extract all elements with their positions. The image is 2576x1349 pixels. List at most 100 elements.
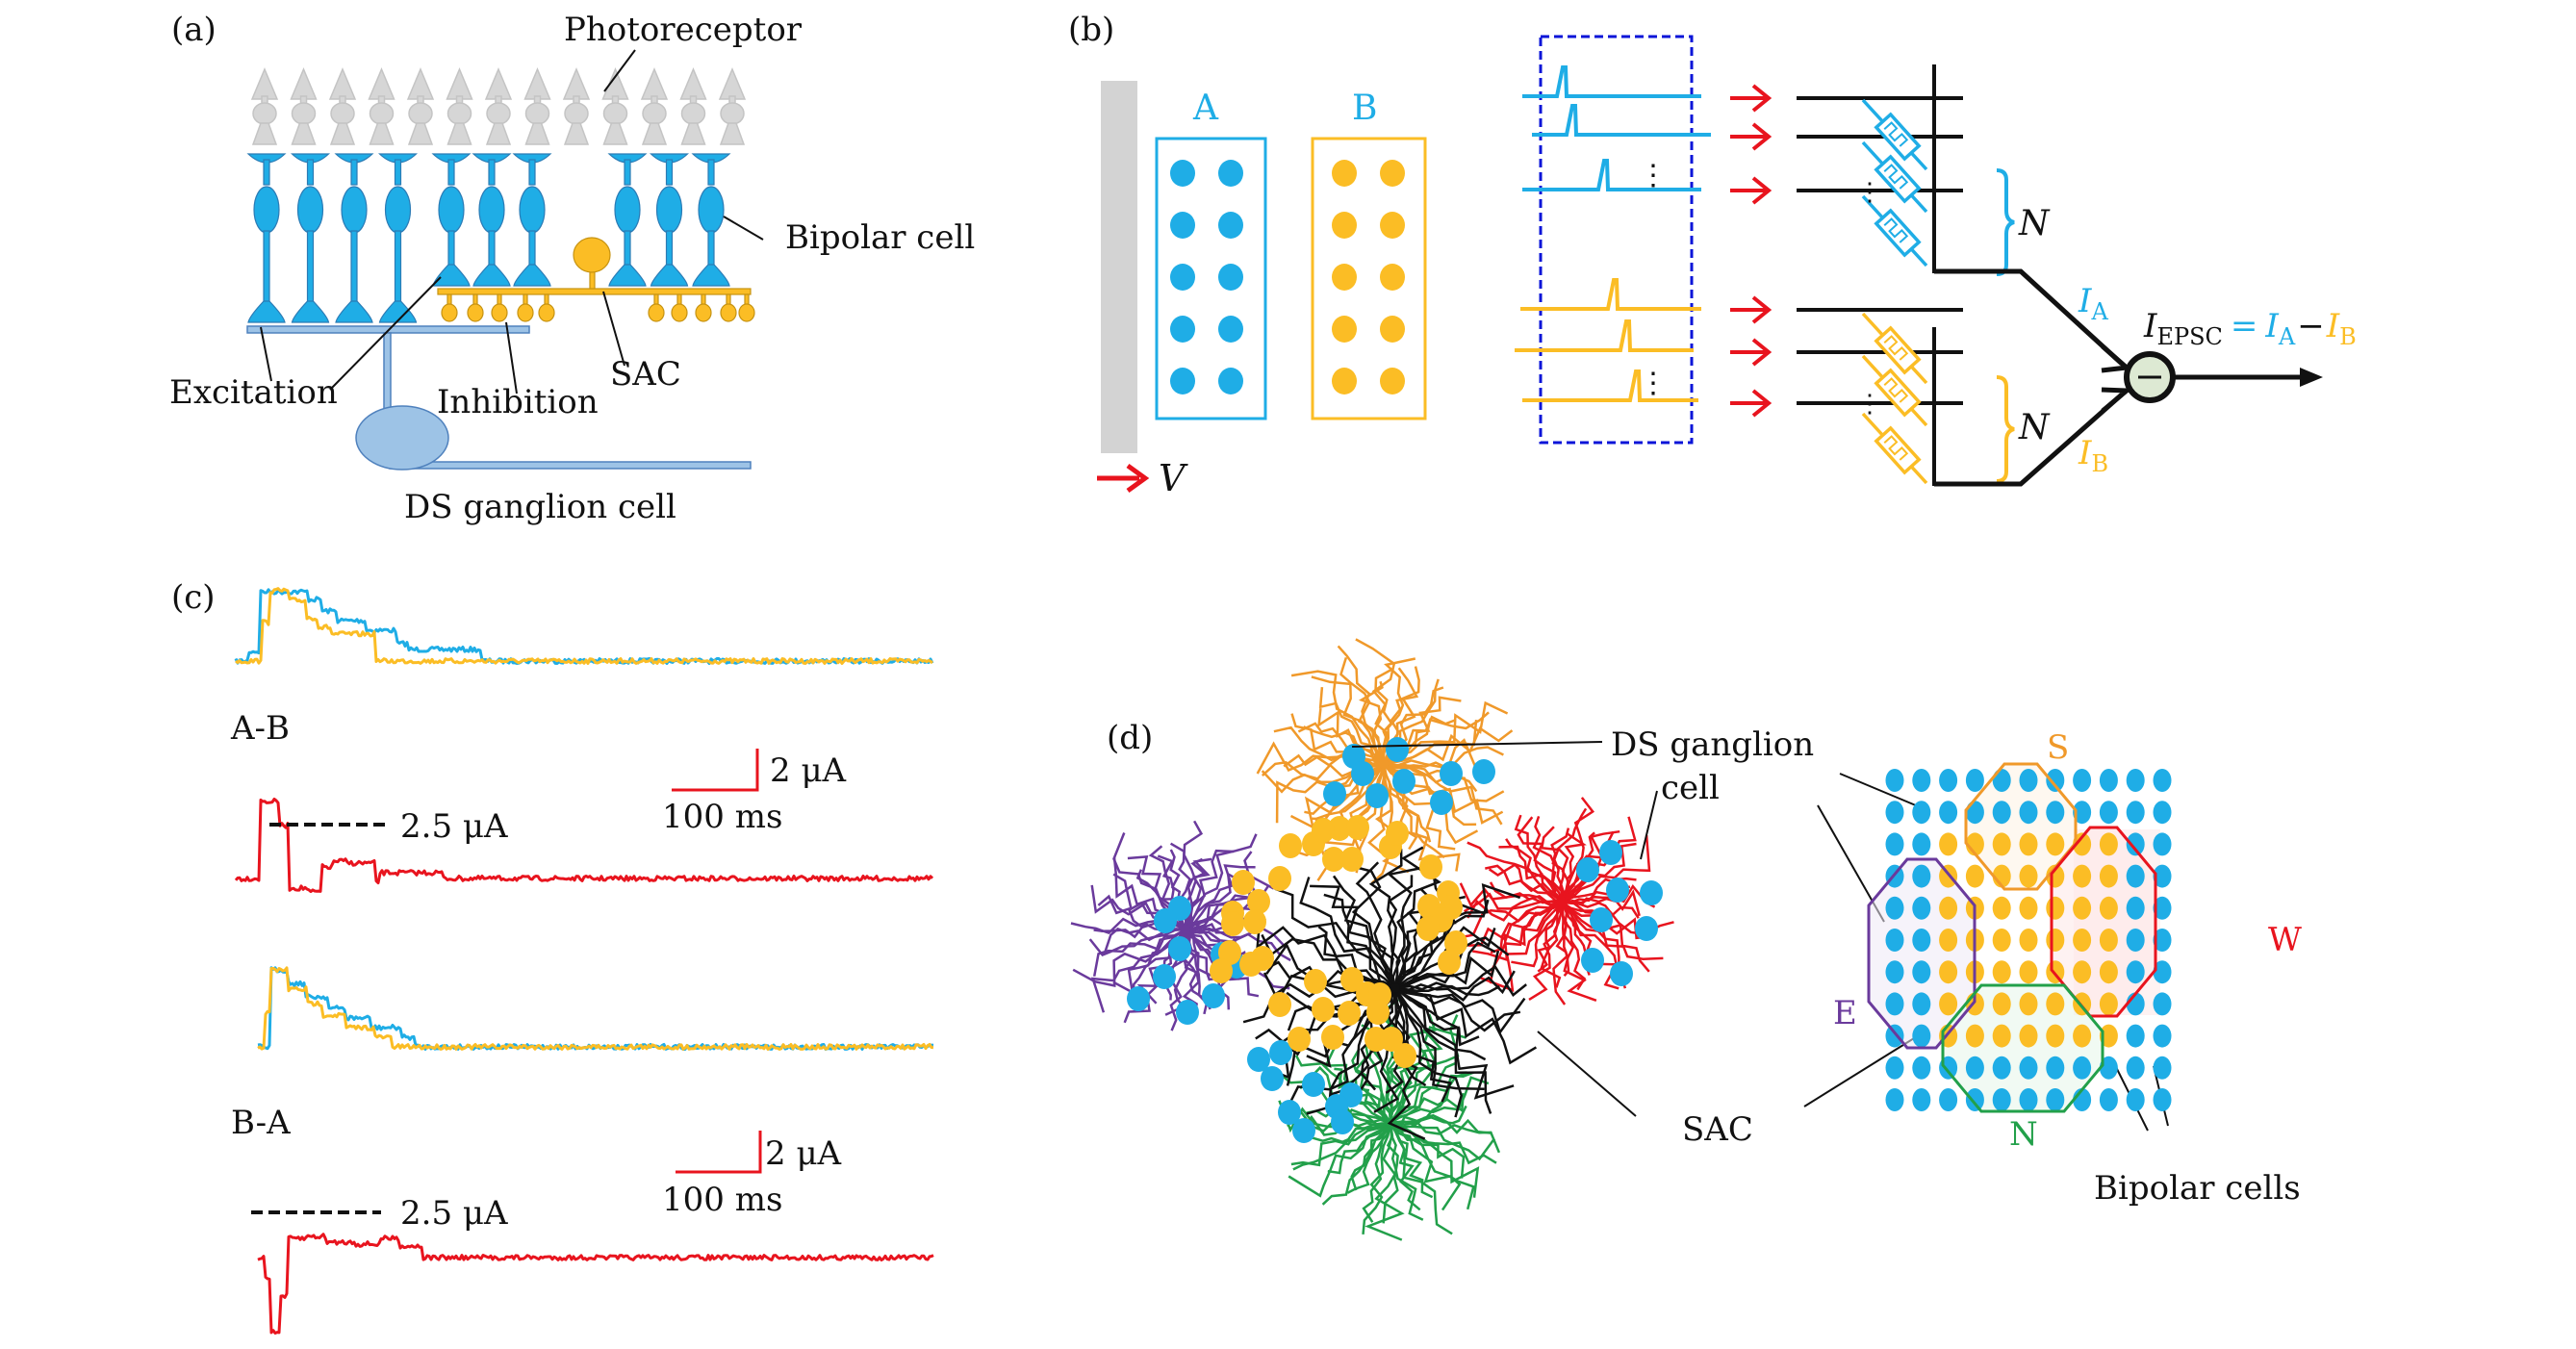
dendrite <box>1365 1122 1405 1241</box>
group-a-dot <box>1218 212 1243 239</box>
bipolar-grid-dot <box>2046 769 2065 792</box>
bipolar-soma <box>438 186 465 234</box>
bipolar-dot <box>1278 1100 1301 1125</box>
synapse-resistor-zigzag <box>1883 335 1909 361</box>
dendrite <box>1299 877 1396 989</box>
bipolar-grid-dot <box>2153 1088 2172 1111</box>
sac-dot <box>1393 1043 1416 1068</box>
sac-soma <box>573 237 611 273</box>
photoreceptor-outer-segment <box>523 67 551 100</box>
sac-dot <box>1232 870 1255 895</box>
dendrite <box>1256 896 1396 990</box>
panel-b-label: (b) <box>1068 11 1114 49</box>
bipolar-terminal <box>291 300 330 323</box>
sac-terminal-bouton <box>441 303 458 322</box>
photoreceptor-terminal <box>446 122 472 145</box>
photoreceptor-terminal <box>524 122 550 145</box>
bipolar-grid-dot <box>2126 864 2145 888</box>
dendrite <box>1362 1122 1392 1235</box>
bipolar-grid-dot <box>2073 769 2092 792</box>
dendrite <box>1382 763 1418 851</box>
synapse-a-3 <box>1861 194 1928 267</box>
sac-grid-dot <box>1992 896 2011 920</box>
sac-grid-dot <box>1939 832 1958 856</box>
bipolar-soma <box>519 186 546 234</box>
region-n-fill <box>1943 985 2103 1111</box>
sac-grid-dot <box>2099 896 2118 920</box>
group-b-dot <box>1332 368 1357 395</box>
bipolar-terminal <box>247 300 286 323</box>
sac-dot <box>1239 952 1262 977</box>
bipolar-grid-dot <box>1885 769 1904 792</box>
photoreceptor <box>523 67 551 145</box>
sac-grid-dot <box>1992 992 2011 1016</box>
ds-ganglion-label: DS ganglion cell <box>404 488 676 526</box>
bipolar-grid-dot <box>1885 832 1904 856</box>
sac-dot <box>1247 889 1270 914</box>
bipolar-cell-short <box>472 153 512 287</box>
bipolar-neck <box>624 159 631 186</box>
dendrite <box>1561 902 1587 991</box>
output-arrow-head-icon <box>2300 368 2323 387</box>
group-b-dot <box>1380 316 1405 343</box>
bipolar-grid-dot <box>2099 1088 2118 1111</box>
scale-bar-a-b <box>672 749 759 792</box>
dendrite <box>1346 1122 1392 1194</box>
bipolar-grid <box>1885 769 2172 1111</box>
photoreceptor <box>601 67 629 145</box>
dendrite <box>1390 1076 1490 1125</box>
bipolar-dot <box>1168 936 1191 961</box>
bipolar-grid-dot <box>1965 801 1984 825</box>
bipolar-grid-dot <box>2126 960 2145 984</box>
dendrite <box>1184 857 1212 930</box>
bipolar-grid-dot <box>2153 992 2172 1016</box>
bipolar-neck <box>707 159 715 186</box>
bipolar-grid-dot <box>1912 1024 1931 1048</box>
dendrite <box>1339 657 1386 765</box>
dendrite <box>1321 1122 1392 1206</box>
photoreceptor-label: Photoreceptor <box>564 11 803 49</box>
synapse-resistor-zigzag <box>1883 377 1909 403</box>
sac-dot <box>1304 969 1327 994</box>
dendrite <box>1334 1067 1391 1124</box>
photoreceptor <box>250 67 279 145</box>
bipolar-dot <box>1610 961 1633 986</box>
dendrite <box>1562 883 1656 908</box>
sac-dot <box>1416 916 1440 941</box>
dendrite <box>1327 1122 1391 1175</box>
photoreceptor-terminal <box>719 122 746 145</box>
bipolar-axon <box>665 230 674 267</box>
bipolar-grid-dot <box>2019 1088 2038 1111</box>
photoreceptor-soma <box>524 102 550 125</box>
bipolar-dot <box>1323 781 1346 806</box>
photoreceptor-soma <box>252 102 277 125</box>
bipolar-grid-dot <box>1885 896 1904 920</box>
moving-bar <box>1101 81 1137 453</box>
input-arrow-head-icon <box>1751 176 1773 205</box>
sac-dot <box>1243 909 1266 934</box>
dendrite <box>1528 902 1565 1001</box>
bipolar-dot <box>1331 1109 1354 1134</box>
dendrite <box>1323 893 1397 989</box>
synapse-resistor-zigzag <box>1883 121 1909 147</box>
ellipsis-spikes-a: ⋮ <box>1639 159 1668 192</box>
group-a-dot <box>1218 368 1243 395</box>
group-a-dot <box>1170 368 1195 395</box>
bipolar-soma <box>614 186 641 234</box>
n-label-bottom: N <box>2018 408 2051 447</box>
photoreceptor-outer-segment <box>406 67 435 100</box>
group-a-dot <box>1170 160 1195 187</box>
sac-leader <box>602 291 625 367</box>
sac-dot <box>1321 1025 1344 1050</box>
bipolar-soma <box>296 186 324 234</box>
sac-dot <box>1221 911 1244 936</box>
panel-b: (b) V A B ⋮⋮ ⋮ ⋮ N N IA IB <box>1068 11 2357 499</box>
panel-c-label: (c) <box>171 578 216 617</box>
bipolar-neck <box>263 159 270 186</box>
bipolar-neck <box>306 159 315 186</box>
ia-label: IA <box>2078 282 2108 325</box>
bipolar-grid-dot <box>2019 801 2038 825</box>
excitation-label: Excitation <box>169 373 338 412</box>
sac-grid-dot <box>2046 992 2065 1016</box>
sac-terminal-bouton <box>671 303 688 322</box>
